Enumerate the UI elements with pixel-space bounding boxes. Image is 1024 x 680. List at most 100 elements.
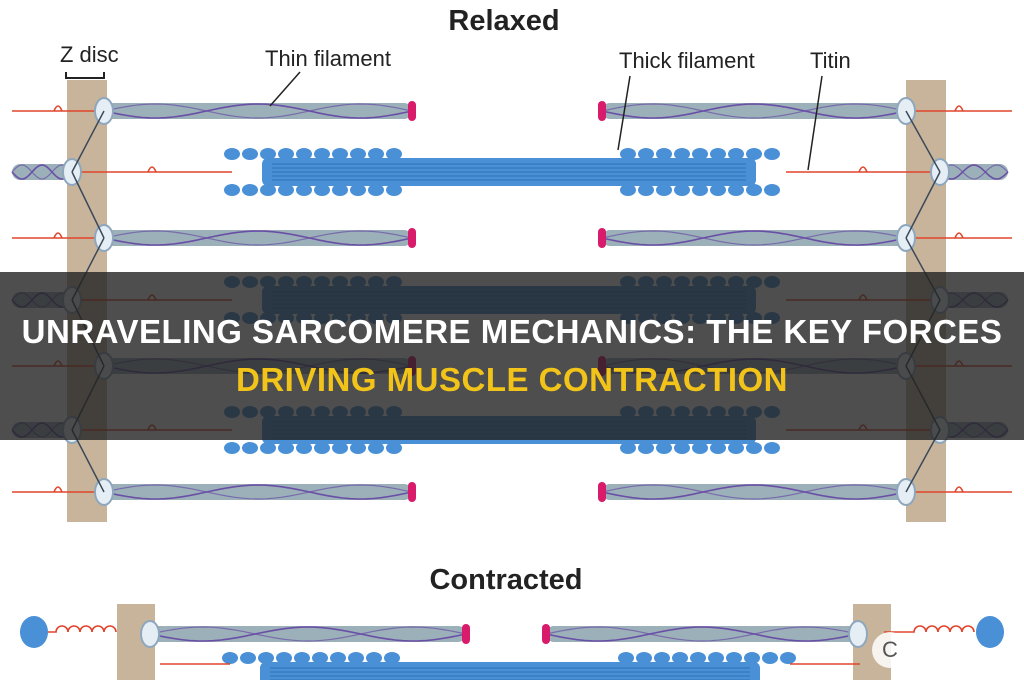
- myosin-head: [240, 652, 256, 664]
- contracted-title: Contracted: [429, 564, 582, 596]
- myosin-head: [976, 616, 1004, 648]
- myosin-head: [780, 652, 796, 664]
- corner-badge[interactable]: C: [872, 632, 908, 668]
- myosin-head: [692, 442, 708, 454]
- myosin-head: [368, 442, 384, 454]
- myosin-head: [20, 616, 48, 648]
- titin-coil: [954, 105, 964, 112]
- myosin-head: [312, 652, 328, 664]
- thin-filament-strand: [103, 103, 413, 119]
- myosin-head: [692, 148, 708, 160]
- myosin-head: [294, 652, 310, 664]
- myosin-head: [332, 442, 348, 454]
- myosin-head: [708, 652, 724, 664]
- titin-coil: [954, 486, 964, 493]
- thin-filament-strand: [103, 484, 413, 500]
- myosin-head: [690, 652, 706, 664]
- myosin-head: [222, 652, 238, 664]
- thin-filament: [546, 626, 858, 642]
- thin-filament-strand: [103, 484, 413, 500]
- banner-title-line-1: Unraveling Sarcomere Mechanics: The Key …: [21, 313, 1003, 350]
- myosin-head: [332, 148, 348, 160]
- thin-filament-strand: [103, 230, 413, 246]
- thin-filament: [104, 230, 412, 246]
- myosin-head: [764, 442, 780, 454]
- myosin-head: [744, 652, 760, 664]
- myosin-head: [746, 184, 762, 196]
- capping-protein: [408, 101, 416, 121]
- thin-filament-strand: [601, 484, 907, 500]
- capping-protein: [408, 228, 416, 248]
- thick-filament-label: Thick filament: [619, 48, 755, 73]
- myosin-head: [224, 148, 240, 160]
- myosin-head: [258, 652, 274, 664]
- thin-filament-strand: [939, 164, 1009, 180]
- myosin-head: [656, 442, 672, 454]
- myosin-head: [620, 148, 636, 160]
- myosin-head: [296, 184, 312, 196]
- relaxed-title: Relaxed: [448, 5, 559, 37]
- thin-filament-strand: [545, 626, 859, 642]
- myosin-head: [330, 652, 346, 664]
- myosin-head: [636, 652, 652, 664]
- thin-filament-pointer: [269, 71, 301, 107]
- myosin-head: [656, 184, 672, 196]
- myosin-head: [620, 442, 636, 454]
- myosin-head: [296, 148, 312, 160]
- myosin-head: [726, 652, 742, 664]
- capping-protein: [598, 228, 606, 248]
- myosin-head: [224, 442, 240, 454]
- thin-filament: [602, 103, 906, 119]
- z-disc-lattice: [905, 171, 941, 239]
- myosin-head: [746, 442, 762, 454]
- thick-filament: [260, 662, 760, 680]
- myosin-head: [384, 652, 400, 664]
- titin-coil: [26, 625, 117, 633]
- thin-filament-strand: [601, 230, 907, 246]
- myosin-head: [314, 184, 330, 196]
- myosin-head: [260, 184, 276, 196]
- myosin-head: [674, 148, 690, 160]
- myosin-head: [620, 184, 636, 196]
- z-disc-lattice: [71, 110, 105, 173]
- myosin-head: [242, 184, 258, 196]
- banner-title-line-2: Driving Muscle Contraction: [236, 361, 788, 398]
- myosin-head: [350, 442, 366, 454]
- thin-filament-label: Thin filament: [265, 46, 391, 71]
- thin-filament-strand: [601, 484, 907, 500]
- z-disc-lattice: [71, 171, 105, 239]
- myosin-head: [710, 148, 726, 160]
- thin-filament: [104, 103, 412, 119]
- thin-filament-strand: [11, 164, 73, 180]
- myosin-head: [242, 442, 258, 454]
- z-disc-node: [848, 620, 868, 648]
- z-disc-label: Z disc: [60, 42, 119, 67]
- titin-coil: [53, 105, 63, 112]
- myosin-head: [638, 148, 654, 160]
- thin-filament: [602, 230, 906, 246]
- myosin-head: [728, 184, 744, 196]
- thin-filament-strand: [103, 103, 413, 119]
- myosin-head: [332, 184, 348, 196]
- z-disc-lattice: [71, 429, 105, 493]
- myosin-head: [278, 148, 294, 160]
- thin-filament-strand: [11, 164, 73, 180]
- thin-filament-strand: [149, 626, 467, 642]
- titin-pointer: [807, 75, 823, 171]
- myosin-head: [710, 442, 726, 454]
- thin-filament-strand: [601, 230, 907, 246]
- titin-label: Titin: [810, 48, 851, 73]
- myosin-head: [764, 148, 780, 160]
- myosin-head: [386, 442, 402, 454]
- myosin-head: [762, 652, 778, 664]
- titin-coil: [954, 232, 964, 239]
- myosin-head: [710, 184, 726, 196]
- myosin-head: [728, 442, 744, 454]
- capping-protein: [462, 624, 470, 644]
- myosin-head: [368, 184, 384, 196]
- titin-coil: [858, 166, 868, 173]
- thin-filament-strand: [601, 103, 907, 119]
- myosin-head: [278, 442, 294, 454]
- capping-protein: [598, 482, 606, 502]
